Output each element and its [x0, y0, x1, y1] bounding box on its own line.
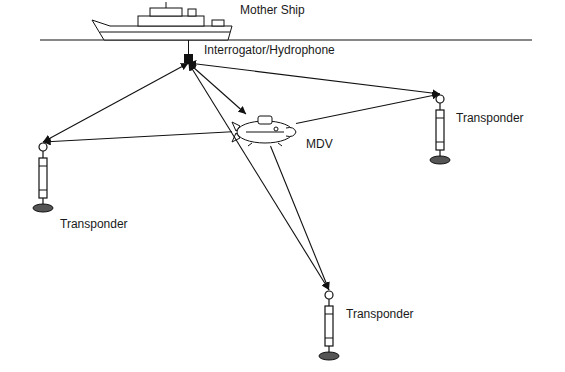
transponder-label: Transponder [456, 112, 524, 125]
vehicle-label: MDV [306, 138, 333, 151]
hydrophone-label: Interrogator/Hydrophone [204, 44, 335, 57]
signal-path [296, 94, 440, 123]
hydrophone-node: Interrogator/Hydrophone [184, 54, 193, 63]
signal-path [43, 132, 232, 142]
transponder-symbol [319, 291, 339, 360]
signal-path [271, 146, 330, 290]
signal-path [189, 63, 246, 114]
transponder-node: Transponder [429, 94, 451, 166]
signal-path [189, 63, 441, 94]
transponder-label: Transponder [60, 218, 128, 231]
vehicle-node: MDV [232, 114, 296, 146]
hydrophone-symbol [184, 54, 193, 63]
signal-path [43, 63, 189, 142]
hydrophone-cable [188, 40, 189, 54]
mdv-drawing [232, 116, 296, 146]
ship-label: Mother Ship [240, 4, 305, 17]
transponder-label: Transponder [346, 308, 414, 321]
transponder-symbol [33, 143, 53, 212]
transponder-node: Transponder [318, 290, 340, 362]
transponder-symbol [430, 95, 450, 164]
ship-drawing [92, 2, 232, 40]
signal-path [189, 63, 330, 290]
transponder-node: Transponder [32, 142, 54, 214]
ship-node: Mother Ship [92, 6, 232, 40]
